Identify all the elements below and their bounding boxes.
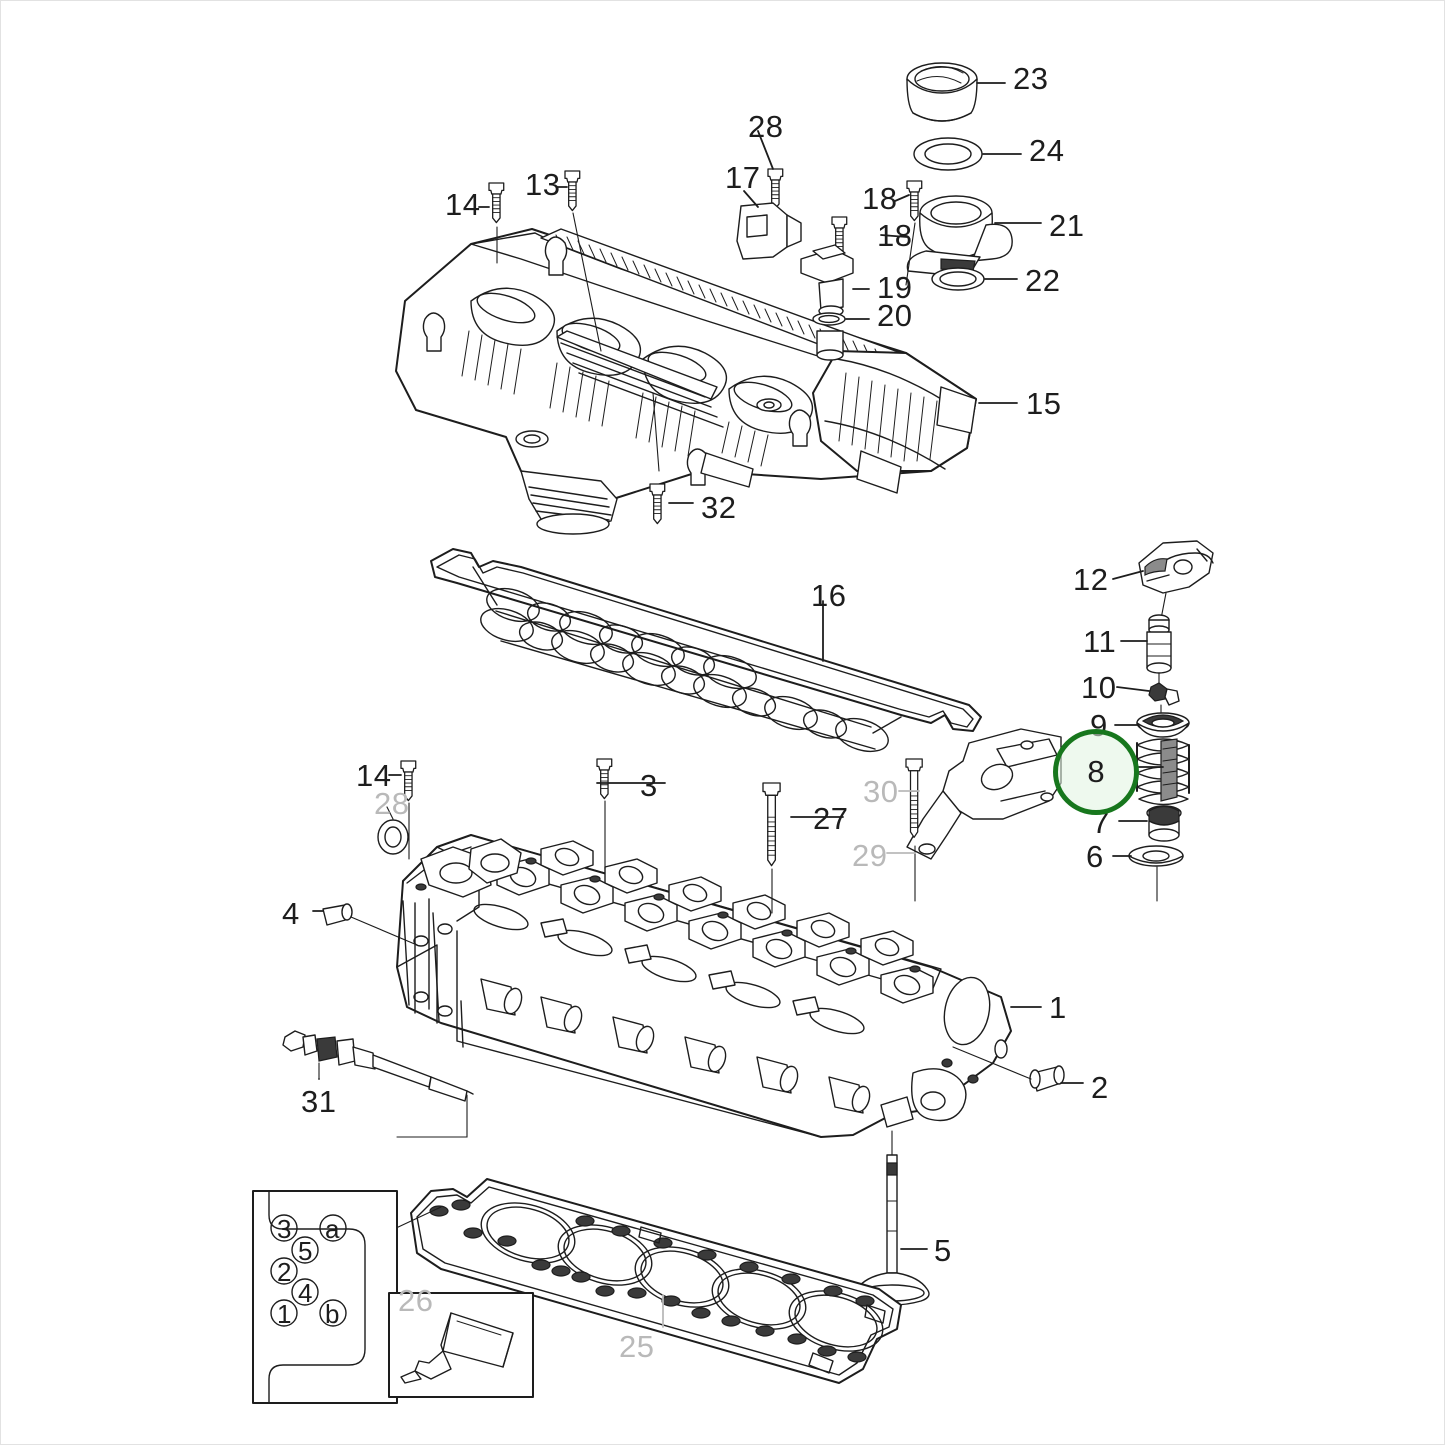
sealant-tube-box — [388, 1292, 534, 1398]
callout-label-21: 21 — [1049, 208, 1085, 243]
callout-label-18-a: 18 — [862, 181, 898, 216]
callout-label-2: 2 — [1091, 1070, 1109, 1105]
oil-filler-cap — [906, 62, 978, 122]
callout-label-29: 29 — [852, 838, 888, 873]
valve-cover-gasket — [430, 548, 982, 753]
callout-label-16: 16 — [811, 578, 847, 613]
callout-label-28-top: 28 — [748, 109, 784, 144]
callout-label-3: 3 — [640, 768, 658, 803]
callout-label-18-b: 18 — [877, 218, 913, 253]
callout-label-5: 5 — [934, 1233, 952, 1268]
callout-label-15: 15 — [1026, 386, 1062, 421]
callout-label-11: 11 — [1083, 624, 1117, 659]
intake-valve — [854, 1130, 930, 1306]
valve-cover-assembly — [395, 228, 977, 535]
callout-label-14-mid: 14 — [356, 758, 392, 793]
callout-label-23: 23 — [1013, 61, 1049, 96]
valve-spring — [1136, 738, 1190, 806]
callout-label-19: 19 — [877, 270, 913, 305]
callout-label-13: 13 — [525, 167, 561, 202]
inset-marker-1: 1 — [277, 1299, 292, 1329]
cover-fasteners — [488, 168, 923, 525]
rocker-arm — [1138, 540, 1214, 594]
valve-keeper — [1148, 682, 1180, 706]
valve-train-column — [1128, 540, 1214, 902]
oil-filler-o-ring — [931, 267, 985, 291]
callout-label-26: 26 — [398, 1283, 434, 1318]
callout-label-30: 30 — [863, 774, 899, 809]
callout-label-8: 8 — [1087, 754, 1105, 789]
callout-label-25: 25 — [619, 1329, 655, 1364]
callout-label-32: 32 — [701, 490, 737, 525]
callout-label-10: 10 — [1081, 670, 1117, 705]
callout-label-6: 6 — [1086, 839, 1104, 874]
callout-label-14-top: 14 — [445, 187, 481, 222]
callout-label-27: 27 — [813, 801, 849, 836]
callout-leaders — [312, 82, 1164, 1328]
oil-filler-neck — [906, 195, 1013, 278]
callout-label-24: 24 — [1029, 133, 1065, 168]
valve-spring-seat — [1128, 845, 1184, 867]
head-fasteners — [377, 758, 781, 914]
highlight-circle-part-8 — [1053, 729, 1139, 815]
valve-stem-seal — [1146, 805, 1182, 842]
inset-marker-b: b — [325, 1299, 340, 1329]
camshaft-bearing-bracket — [905, 728, 1062, 902]
head-gasket-id-inset — [252, 1190, 398, 1404]
dowel-pin — [952, 1046, 1065, 1092]
inset-marker-2: 2 — [277, 1257, 292, 1287]
callout-label-20: 20 — [877, 298, 913, 333]
inset-marker-4: 4 — [298, 1278, 313, 1308]
cylinder-head — [396, 834, 1012, 1138]
callout-label-17: 17 — [725, 160, 761, 195]
callout-label-22: 22 — [1025, 263, 1061, 298]
glow-plug — [282, 1030, 474, 1138]
oil-filler-cap-seal — [913, 137, 983, 171]
callout-label-28-mid: 28 — [374, 786, 410, 821]
callout-label-31: 31 — [301, 1084, 337, 1119]
core-plug — [322, 903, 418, 946]
hydraulic-lifter — [1146, 614, 1172, 674]
valve-spring-retainer — [1136, 712, 1190, 738]
inset-marker-3: 3 — [277, 1214, 292, 1244]
cylinder-head-gasket — [393, 1178, 902, 1384]
inset-marker-a: a — [325, 1214, 340, 1244]
callout-label-12: 12 — [1073, 562, 1109, 597]
callout-label-4: 4 — [282, 896, 300, 931]
callout-label-1: 1 — [1049, 990, 1067, 1025]
inset-marker-5: 5 — [298, 1236, 313, 1266]
